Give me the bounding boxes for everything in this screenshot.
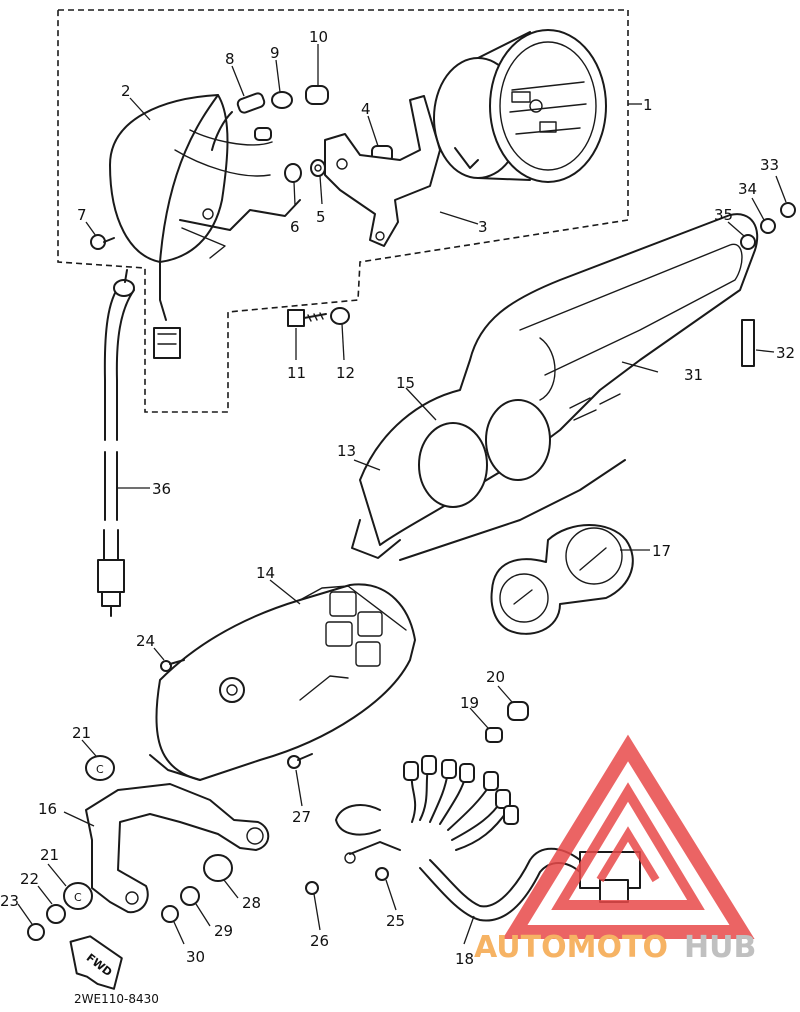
washer [310, 159, 326, 177]
meter-stay-bracket [85, 783, 270, 914]
nut [780, 202, 796, 218]
logo-text-accent: HUB [684, 930, 756, 965]
nut [161, 905, 179, 923]
part-label: 17 [652, 542, 671, 560]
part-label: 26 [310, 932, 329, 950]
leader-lines [17, 44, 787, 945]
collar [740, 234, 756, 250]
meter-cover [351, 213, 759, 561]
part-label: 19 [460, 694, 479, 712]
bulb-cap [305, 85, 329, 105]
damper [85, 755, 115, 781]
speedometer-cable [97, 269, 135, 617]
diagram-part-code: 2WE110-8430 [74, 992, 159, 1006]
part-label: 34 [738, 180, 757, 198]
part-labels: 1 2 3 4 5 6 7 8 9 10 11 12 13 14 15 16 1… [0, 28, 795, 968]
bolt [287, 309, 327, 327]
damper [63, 882, 93, 910]
part-label: 14 [256, 564, 275, 582]
part-label: 27 [292, 808, 311, 826]
damper [203, 854, 233, 882]
part-label: 13 [337, 442, 356, 460]
bulb-socket [211, 92, 272, 151]
washer [760, 218, 776, 234]
meter-lower-case [149, 583, 416, 781]
part-label: 21 [72, 724, 91, 742]
part-label: 22 [20, 870, 39, 888]
part-label: 25 [386, 912, 405, 930]
part-label: 24 [136, 632, 155, 650]
part-label: 36 [152, 480, 171, 498]
part-label: 15 [396, 374, 415, 392]
svg-text:C: C [74, 891, 82, 904]
bulb-cap [507, 701, 529, 721]
part-label: 32 [776, 344, 795, 362]
meter-case [109, 94, 301, 263]
nut [27, 923, 45, 941]
bulb [271, 91, 293, 109]
part-label: 4 [361, 100, 371, 118]
part-label: 35 [714, 206, 733, 224]
screw [160, 659, 185, 672]
meter-dial-panel [490, 524, 634, 635]
svg-text:C: C [96, 763, 104, 776]
part-label: 16 [38, 800, 57, 818]
washer [330, 307, 350, 325]
forward-arrow: FWD [69, 935, 123, 990]
screw [90, 234, 115, 250]
part-label: 10 [309, 28, 328, 46]
washer [46, 904, 66, 924]
screw [305, 881, 319, 895]
logo-text: AUTOMOTO [474, 930, 668, 965]
part-label: 7 [77, 206, 87, 224]
automotohub-logo: AUTOMOTO HUB [474, 734, 756, 965]
assembly-boundary [57, 9, 629, 413]
bulb [485, 727, 503, 743]
pin-bolt [741, 319, 755, 367]
meter-connector [153, 327, 181, 359]
part-label: 23 [0, 892, 19, 910]
part-label: 9 [270, 44, 280, 62]
speedometer-meter [433, 29, 607, 183]
meter-lead-wire [159, 261, 167, 321]
part-label: 29 [214, 922, 233, 940]
screw [287, 753, 313, 769]
part-label: 33 [760, 156, 779, 174]
part-label: 3 [478, 218, 488, 236]
meter-bracket [324, 95, 441, 247]
part-label: 8 [225, 50, 235, 68]
part-label: 18 [455, 950, 474, 968]
screw [375, 867, 389, 881]
part-label: 21 [40, 846, 59, 864]
part-label: 31 [684, 366, 703, 384]
part-label: 20 [486, 668, 505, 686]
part-label: 5 [316, 208, 326, 226]
part-label: 12 [336, 364, 355, 382]
part-label: 28 [242, 894, 261, 912]
grommet [284, 163, 302, 183]
part-label: 6 [290, 218, 300, 236]
part-label: 1 [643, 96, 653, 114]
part-label: 2 [121, 82, 131, 100]
part-label: 30 [186, 948, 205, 966]
washer [180, 886, 200, 906]
part-label: 11 [287, 364, 306, 382]
